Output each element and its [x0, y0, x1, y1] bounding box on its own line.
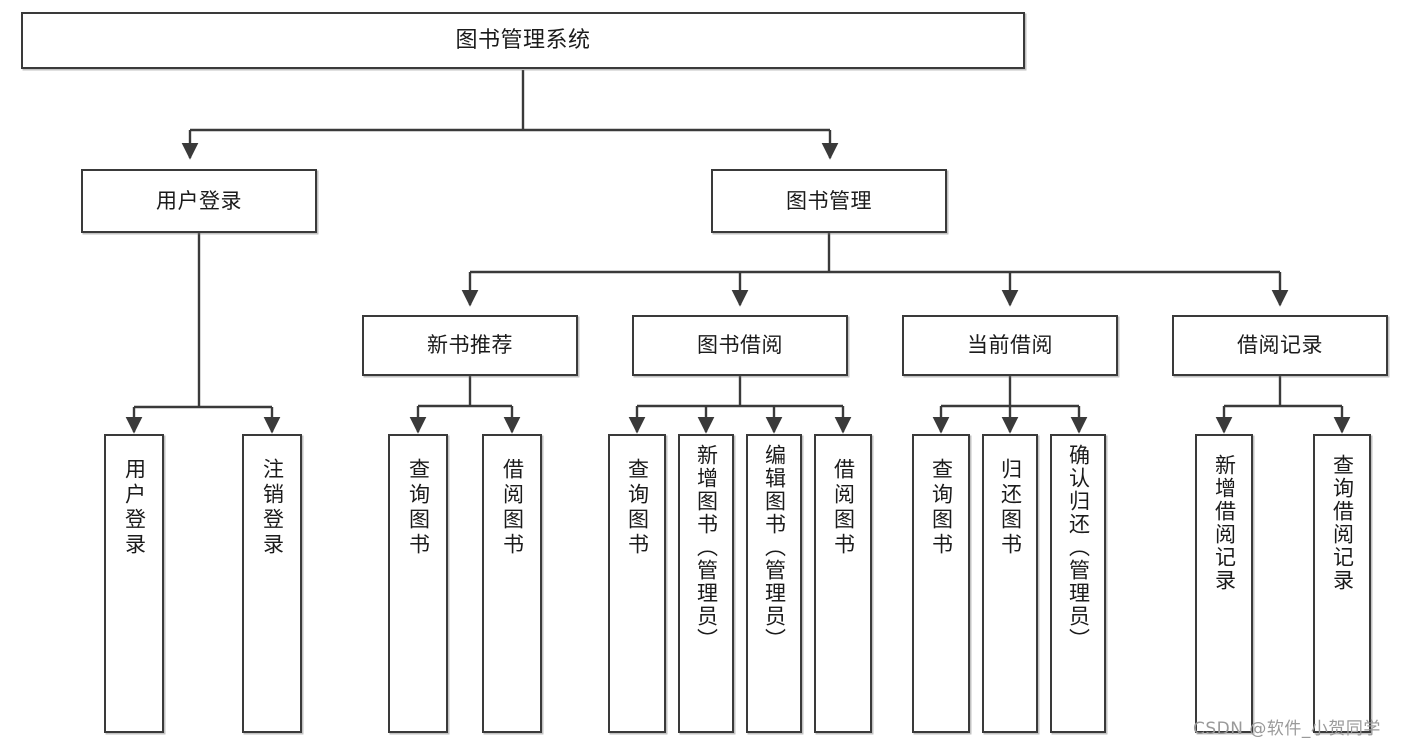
- leaf-add-book[interactable]: 新增图书（管理员）: [678, 434, 734, 733]
- leaf-query-record[interactable]: 查询借阅记录: [1313, 434, 1371, 733]
- leaf-borrow-book-2[interactable]: 借阅图书: [814, 434, 872, 733]
- leaf-query-book-2-label: 查询图书: [625, 458, 650, 558]
- leaf-return-book-label: 归还图书: [998, 458, 1023, 558]
- node-new-book-recommend[interactable]: 新书推荐: [362, 315, 578, 376]
- node-root-label: 图书管理系统: [455, 27, 591, 53]
- node-borrow-record[interactable]: 借阅记录: [1172, 315, 1388, 376]
- node-root[interactable]: 图书管理系统: [21, 12, 1025, 69]
- leaf-query-record-label: 查询借阅记录: [1330, 454, 1355, 592]
- leaf-edit-book-label: 编辑图书（管理员）: [762, 444, 787, 651]
- leaf-add-book-label: 新增图书（管理员）: [694, 444, 719, 651]
- leaf-add-record[interactable]: 新增借阅记录: [1195, 434, 1253, 733]
- leaf-add-record-label: 新增借阅记录: [1212, 454, 1237, 592]
- leaf-confirm-return-label: 确认归还（管理员）: [1066, 444, 1091, 651]
- leaf-query-book-3[interactable]: 查询图书: [912, 434, 970, 733]
- node-user-login[interactable]: 用户登录: [81, 169, 317, 233]
- node-new-book-recommend-label: 新书推荐: [427, 333, 513, 358]
- watermark: CSDN @软件_小贺同学: [1193, 719, 1381, 739]
- node-borrow-record-label: 借阅记录: [1237, 333, 1323, 358]
- leaf-borrow-book-2-label: 借阅图书: [831, 458, 856, 558]
- node-book-borrow-label: 图书借阅: [697, 333, 783, 358]
- leaf-query-book-3-label: 查询图书: [929, 458, 954, 558]
- node-book-management[interactable]: 图书管理: [711, 169, 947, 233]
- node-book-borrow[interactable]: 图书借阅: [632, 315, 848, 376]
- leaf-borrow-book-1-label: 借阅图书: [500, 458, 525, 558]
- leaf-logout-login[interactable]: 注销登录: [242, 434, 302, 733]
- leaf-query-book-2[interactable]: 查询图书: [608, 434, 666, 733]
- leaf-user-login[interactable]: 用户登录: [104, 434, 164, 733]
- node-book-management-label: 图书管理: [786, 188, 872, 213]
- leaf-query-book-1-label: 查询图书: [406, 458, 431, 558]
- node-current-borrow[interactable]: 当前借阅: [902, 315, 1118, 376]
- leaf-query-book-1[interactable]: 查询图书: [388, 434, 448, 733]
- node-user-login-label: 用户登录: [156, 188, 242, 213]
- leaf-return-book[interactable]: 归还图书: [982, 434, 1038, 733]
- leaf-edit-book[interactable]: 编辑图书（管理员）: [746, 434, 802, 733]
- leaf-logout-login-label: 注销登录: [260, 458, 285, 558]
- node-current-borrow-label: 当前借阅: [967, 333, 1053, 358]
- leaf-borrow-book-1[interactable]: 借阅图书: [482, 434, 542, 733]
- leaf-confirm-return[interactable]: 确认归还（管理员）: [1050, 434, 1106, 733]
- leaf-user-login-label: 用户登录: [122, 458, 147, 558]
